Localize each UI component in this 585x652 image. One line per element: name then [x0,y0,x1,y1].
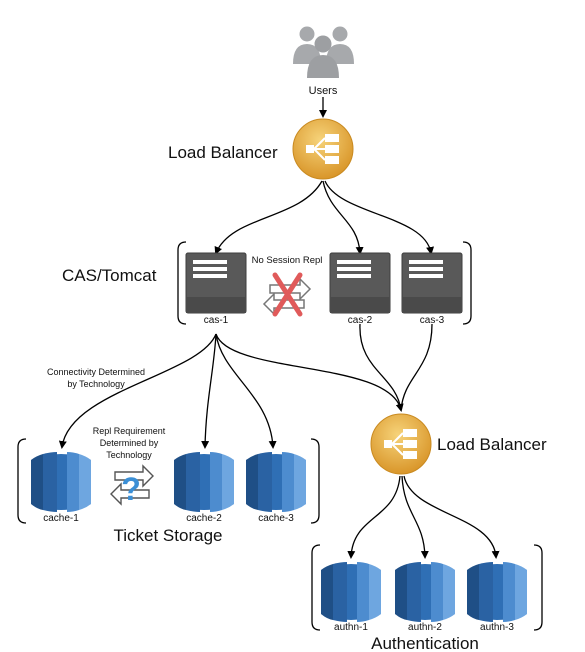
repl-note-line-3: Technology [106,450,152,460]
cache-cache-2: cache-2 [174,452,234,524]
database-icon [321,562,381,622]
edge-lb-to-authn1 [347,475,401,559]
authn-authn-3: authn-3 [467,562,527,633]
authn-authn-1: authn-1 [321,562,381,633]
ticket-storage-group [17,438,320,524]
authn-label: authn-1 [334,622,368,633]
ticket-storage-label: Ticket Storage [114,526,223,545]
connectivity-note-line-1: Connectivity Determined [47,367,145,377]
load-balancer-icon [292,118,354,180]
server-icon [329,252,391,314]
users-node: Users [293,26,354,97]
cache-label: cache-2 [186,513,222,524]
database-icon [31,452,91,512]
users-icon [293,26,354,78]
ticket-bracket-right [310,438,320,524]
server-icon [401,252,463,314]
load-balancer-auth-label: Load Balancer [437,435,547,454]
replication-arrows-icon [110,464,154,506]
cas-group-label: CAS/Tomcat [62,266,157,285]
cache-label: cache-3 [258,513,294,524]
edge-cas3-to-lb-auth [400,323,433,411]
database-icon [467,562,527,622]
edge-lb-to-cas-3 [324,180,435,255]
load-balancer-icon [370,413,432,475]
edge-cas1-to-cache2 [201,333,217,449]
load-balancer-auth: Load Balancer [370,413,547,475]
cross-icon [272,272,303,317]
server-label: cas-3 [420,315,445,326]
auth-bracket-right [533,544,543,631]
cache-cache-3: cache-3 [246,452,306,524]
cas-bracket-right [462,241,472,325]
edge-cas1-to-cache3 [215,333,277,449]
load-balancer-top: Load Balancer [168,118,354,180]
authn-label: authn-2 [408,622,442,633]
edge-lb-to-cas-1 [214,180,323,255]
edge-cas1-to-lb-auth [215,333,404,412]
server-label: cas-2 [348,315,373,326]
edge-cas1-to-cache1 [58,333,217,449]
users-label: Users [309,85,338,97]
authentication-group [311,544,543,631]
edge-lb-to-authn3 [403,475,500,559]
cache-label: cache-1 [43,513,79,524]
server-cas-1: cas-1 [185,252,247,326]
server-icon [185,252,247,314]
cache-cache-1: cache-1 [31,452,91,524]
authn-label: authn-3 [480,622,514,633]
edge-lb-to-cas-2 [322,180,364,255]
auth-bracket-left [311,544,321,631]
cas-bracket-left [177,241,187,325]
server-cas-3: cas-3 [401,252,463,326]
server-cas-2: cas-2 [329,252,391,326]
no-session-repl-label: No Session Repl [252,255,323,266]
cas-group [177,241,472,325]
database-icon [395,562,455,622]
load-balancer-top-label: Load Balancer [168,143,278,162]
server-label: cas-1 [204,315,229,326]
database-icon [174,452,234,512]
repl-note-line-1: Repl Requirement [93,426,166,436]
database-icon [246,452,306,512]
edge-lb-to-authn2 [401,475,429,559]
edge-cas2-to-lb-auth [359,323,402,411]
question-icon: ? [121,471,141,507]
repl-note-line-2: Determined by [100,438,159,448]
ticket-bracket-left [17,438,27,524]
authn-authn-2: authn-2 [395,562,455,633]
authentication-label: Authentication [371,634,479,652]
connectivity-note-line-2: by Technology [67,379,125,389]
